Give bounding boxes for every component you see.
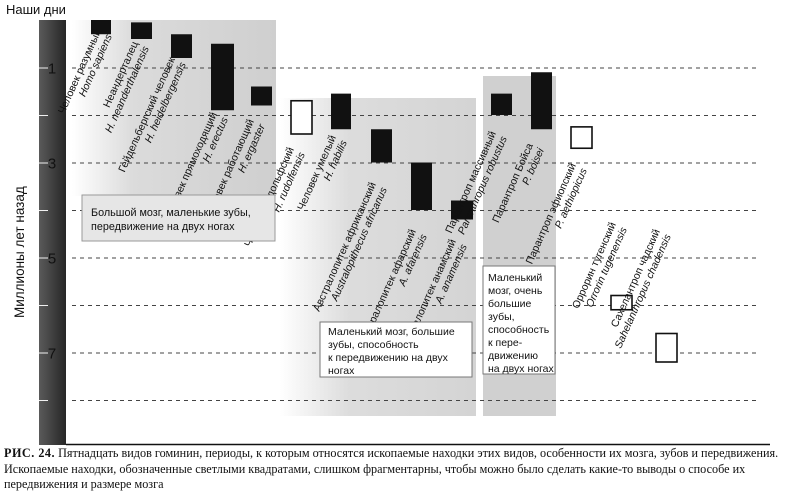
species-bar-tchadensis — [655, 332, 678, 363]
species-bar-robustus — [491, 93, 512, 115]
group-box-aust-line-2: зубы, способность — [328, 339, 419, 351]
y-tick-label: 7 — [48, 346, 56, 363]
species-bar-heidelbergensis — [171, 34, 192, 58]
group-box-aust-line-3: к передвижению на двух — [328, 352, 449, 364]
species-bar-aethiopicus — [570, 126, 593, 150]
figure-label: РИС. 24. — [4, 446, 56, 460]
species-bar-habilis — [331, 93, 351, 130]
species-bar-neanderthalensis — [131, 22, 152, 39]
group-box-para-line-6: к пере- — [488, 337, 523, 349]
group-box-paranthropus: Маленький мозг, очень большие зубы, спос… — [482, 265, 556, 375]
y-tick-label: 5 — [48, 251, 56, 268]
group-box-australopithecus: Маленький мозг, большие зубы, способност… — [319, 321, 473, 378]
group-box-para-line-2: мозг, очень — [488, 285, 543, 297]
group-box-para-line-1: Маленький — [488, 272, 542, 284]
species-bar-africanus — [371, 129, 392, 163]
group-box-para-line-8: на двух ногах — [488, 363, 555, 375]
y-tick-label: 1 — [48, 61, 56, 78]
species-bar-boisei — [531, 72, 552, 130]
figure-caption: РИС. 24. Пятнадцать видов гоминин, перио… — [4, 446, 788, 493]
group-box-homo-line-2: передвижение на двух ногах — [91, 221, 235, 233]
species-bar-erectus — [211, 43, 234, 111]
group-box-para-line-3: большие — [488, 298, 532, 310]
group-box-homo: Большой мозг, маленькие зубы, передвижен… — [81, 194, 276, 242]
top-label: Наши дни — [6, 2, 66, 17]
group-box-para-line-4: зубы, — [488, 311, 515, 323]
y-axis-title: Миллионы лет назад — [12, 186, 27, 318]
group-box-para-line-7: движению — [488, 350, 538, 362]
species-bar-ergaster — [251, 86, 272, 106]
species-bar-afarensis — [411, 162, 432, 210]
group-box-homo-line-1: Большой мозг, маленькие зубы, — [91, 207, 251, 219]
group-box-para-line-5: способность — [488, 324, 550, 336]
species-bar-rudolfensis — [290, 99, 313, 135]
species-bar-sapiens — [91, 20, 111, 35]
figure-caption-text: Пятнадцать видов гоминин, периоды, к кот… — [4, 446, 779, 491]
group-box-aust-line-1: Маленький мозг, большие — [328, 326, 455, 338]
y-tick-label: 3 — [48, 156, 56, 173]
y-axis-band — [39, 20, 66, 445]
species-bar-anamensis — [451, 200, 473, 220]
species-bar-tugenensis — [610, 294, 633, 311]
group-box-aust-line-4: ногах — [328, 365, 355, 377]
